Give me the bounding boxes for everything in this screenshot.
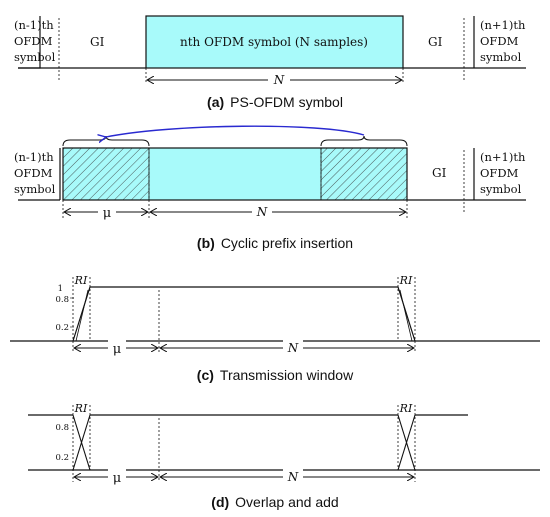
ri-left-label: RI	[74, 274, 88, 287]
transmission-window	[72, 286, 416, 342]
rise-ramp-left	[72, 414, 91, 471]
n-label: N	[273, 73, 285, 87]
caption-b: (b)Cyclic prefix insertion	[197, 235, 353, 251]
gi-label: GI	[432, 166, 447, 180]
n-label: N	[256, 205, 268, 219]
gi-right-label: GI	[428, 35, 443, 49]
ri-right-label: RI	[399, 402, 413, 415]
mu-label: μ	[113, 342, 121, 357]
left-symbol-label: (n-1)th OFDM symbol	[14, 18, 57, 64]
mu-label: μ	[113, 471, 121, 486]
tick-0-8: 0.8	[55, 423, 69, 433]
caption-d: (d)Overlap and add	[211, 494, 338, 510]
rise-ramp-right	[397, 414, 416, 471]
mu-label: μ	[103, 206, 111, 221]
cp-brace	[62, 135, 150, 147]
caption-a: (a)PS-OFDM symbol	[207, 94, 343, 110]
main-symbol-label: nth OFDM symbol (N samples)	[180, 35, 368, 49]
tick-1: 1	[58, 284, 63, 294]
cyclic-prefix-region	[62, 147, 150, 201]
gi-left-label: GI	[90, 35, 105, 49]
right-symbol-label: (n+1)th OFDM symbol	[480, 150, 529, 196]
tick-0-2: 0.2	[55, 453, 69, 463]
panel-b: μ N (n-1)th OFDM symbol GI (n+1)th OFDM …	[14, 125, 529, 251]
panel-d: 0.8 0.2 RI RI μ N (d)Overlap and add	[28, 402, 540, 510]
ri-left-label: RI	[74, 402, 88, 415]
n-label: N	[287, 341, 299, 355]
ri-right-label: RI	[399, 274, 413, 287]
panel-a: N (n-1)th OFDM symbol GI nth OFDM symbol…	[14, 15, 529, 110]
caption-c: (c)Transmission window	[197, 367, 354, 383]
tick-0-2: 0.2	[55, 323, 69, 333]
copied-tail-region	[320, 147, 408, 201]
right-symbol-label: (n+1)th OFDM symbol	[480, 18, 529, 64]
tick-0-8: 0.8	[55, 295, 69, 305]
left-symbol-label: (n-1)th OFDM symbol	[14, 150, 57, 196]
panel-c: 1 0.8 0.2 RI RI μ N (c)Transmission wind…	[10, 274, 540, 383]
tail-brace	[320, 135, 408, 147]
nth-ofdm-symbol-box	[145, 15, 404, 69]
n-label: N	[287, 470, 299, 484]
copy-arrow	[106, 125, 365, 137]
